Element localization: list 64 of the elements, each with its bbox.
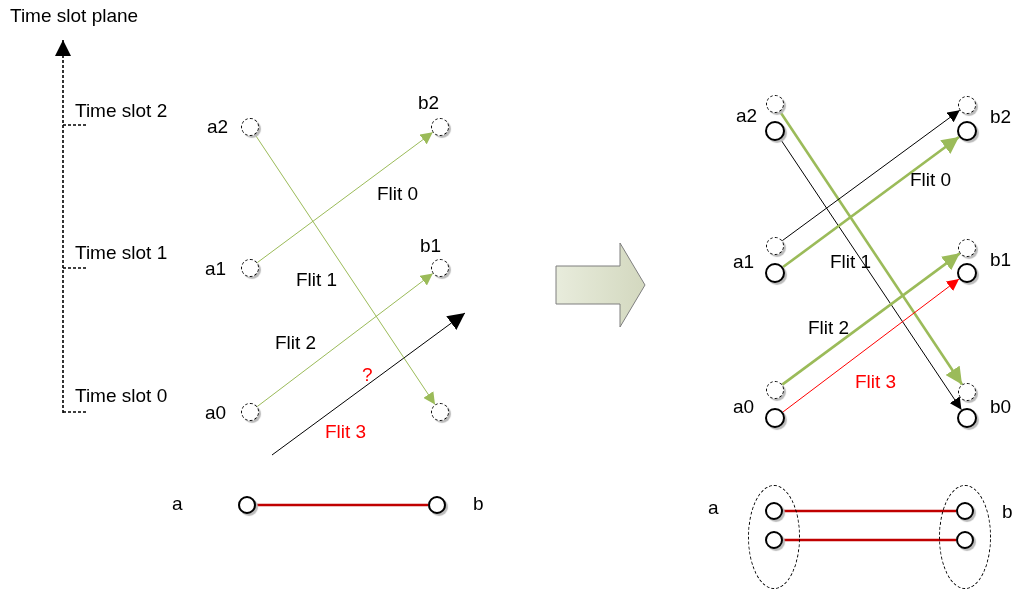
node-label: b [473,494,484,513]
annotation-text: Flit 3 [325,422,367,441]
axis-label: Time slot plane [10,6,139,25]
port-circle [955,501,974,520]
arrow [256,272,434,408]
connector-line [783,538,956,542]
port-circle [764,530,783,549]
node-label: a1 [733,252,755,271]
node-label: a0 [205,403,227,422]
node-label: a2 [736,106,758,125]
node-label: b1 [990,250,1012,269]
port-circle [241,403,259,421]
node-label: b2 [418,93,440,112]
port-circle [958,96,976,114]
edge-label: Flit 1 [830,252,872,271]
arrow [781,252,961,386]
port-circle [765,121,785,141]
node-label: a [708,498,719,517]
node-label: b1 [420,236,442,255]
arrow [780,138,962,411]
arrow [254,134,436,405]
port-circle [238,496,256,514]
node-label: a2 [207,117,229,136]
annotation-text: ? [362,365,373,384]
edge-label: Flit 3 [855,372,897,391]
edge-label: Flit 0 [910,170,952,189]
port-circle [957,263,977,283]
node-label: a0 [733,397,755,416]
port-circle [241,259,259,277]
port-circle [957,121,977,141]
node-label: b2 [990,107,1012,126]
edge-label: Flit 1 [296,270,338,289]
annotation-text: Time slot 2 [75,101,168,120]
port-circle [431,118,449,136]
port-circle [428,496,446,514]
node-label: a1 [205,259,227,278]
edge-label: Flit 2 [275,333,317,352]
arrow [778,110,964,386]
port-circle [241,118,259,136]
connector-line [256,503,428,507]
node-label: a [172,494,183,513]
annotation-text: Time slot 0 [75,386,168,405]
node-label: b0 [990,397,1012,416]
port-circle [766,95,784,113]
arrow [781,109,961,242]
port-circle [766,381,784,399]
port-circle [431,259,449,277]
port-circle [957,408,977,428]
connector-line [783,509,956,513]
arrow [782,135,960,269]
port-circle [958,239,976,257]
port-circle [764,501,783,520]
port-circle [765,263,785,283]
annotation-text: Time slot 1 [75,243,168,262]
edge-label: Flit 2 [808,318,850,337]
port-circle [766,237,784,255]
port-circle [765,408,785,428]
edge-label: Flit 0 [377,184,419,203]
arrow [782,278,960,413]
port-circle [955,530,974,549]
port-circle [431,403,449,421]
arrow [256,131,434,264]
port-circle [958,383,976,401]
node-label: b [1002,502,1013,521]
